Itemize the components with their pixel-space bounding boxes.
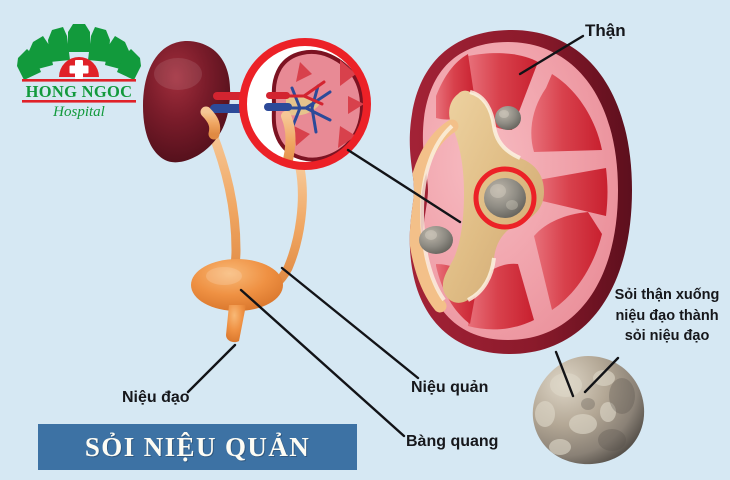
ureter-outlet bbox=[409, 119, 459, 313]
leader-nieu-quan bbox=[280, 266, 420, 380]
label-stone-note-line3: sỏi niệu đạo bbox=[624, 328, 710, 345]
kidney-stones bbox=[419, 106, 526, 254]
inset-pyramids bbox=[294, 60, 364, 148]
kidney-cross-section bbox=[409, 30, 632, 354]
logo-rule-top bbox=[22, 79, 136, 82]
ureter-right-path bbox=[271, 163, 307, 289]
kidney-stone-upper bbox=[495, 106, 521, 130]
label-kidney: Thận bbox=[585, 21, 626, 40]
logo-name-primary: HONG NGOC bbox=[25, 82, 133, 101]
logo-rule-bottom bbox=[22, 100, 136, 103]
leader-bang-quang bbox=[239, 288, 406, 438]
renal-pelvis-left bbox=[200, 106, 221, 140]
leader-than bbox=[518, 34, 585, 76]
stone-highlight-ring bbox=[473, 166, 537, 230]
leader-nieu-dao bbox=[186, 343, 237, 394]
bladder-highlight bbox=[206, 267, 242, 285]
hospital-logo: HONG NGOC Hospital bbox=[14, 22, 144, 127]
label-stone-note-line1: Sỏi thận xuống bbox=[614, 287, 720, 303]
kidney-highlight bbox=[154, 58, 202, 90]
logo-medical-cross bbox=[69, 60, 89, 79]
logo-name-secondary: Hospital bbox=[53, 104, 105, 120]
label-urethra: Niệu đạo bbox=[122, 389, 190, 406]
leader-note-to-stone-a bbox=[583, 356, 620, 394]
kidney-stone-lower bbox=[419, 226, 453, 254]
lotus-fan-icon bbox=[17, 24, 141, 82]
kidney-stone-circled bbox=[484, 178, 526, 218]
logo-petals bbox=[17, 24, 141, 80]
label-stone-note-line2: niệu đạo thành bbox=[615, 307, 719, 324]
urinary-system-diagram bbox=[143, 41, 307, 343]
inset-highlight-ring bbox=[239, 38, 371, 170]
leader-inset-to-pelvis bbox=[346, 148, 462, 224]
stone-texture-dark bbox=[581, 378, 635, 451]
title-banner: SỎI NIỆU QUẢN bbox=[38, 424, 357, 470]
stone-texture-light bbox=[535, 370, 616, 455]
large-kidney-stone bbox=[532, 356, 645, 465]
label-ureter: Niệu quản bbox=[411, 379, 489, 396]
label-bladder: Bàng quang bbox=[406, 433, 499, 450]
label-stone-note: Sỏi thận xuống niệu đạo thành sỏi niệu đ… bbox=[607, 285, 727, 347]
leader-note-to-stone-b bbox=[554, 350, 575, 398]
urethra-organ bbox=[226, 305, 246, 343]
banner-title-text: SỎI NIỆU QUẢN bbox=[84, 431, 311, 462]
kidney-inset-circle bbox=[239, 38, 371, 170]
renal-pyramids bbox=[436, 53, 608, 330]
leader-lines bbox=[186, 34, 620, 438]
bladder-organ bbox=[191, 259, 283, 311]
renal-vein bbox=[210, 104, 245, 113]
kidney-left-organ bbox=[143, 41, 231, 163]
renal-artery bbox=[213, 92, 245, 100]
